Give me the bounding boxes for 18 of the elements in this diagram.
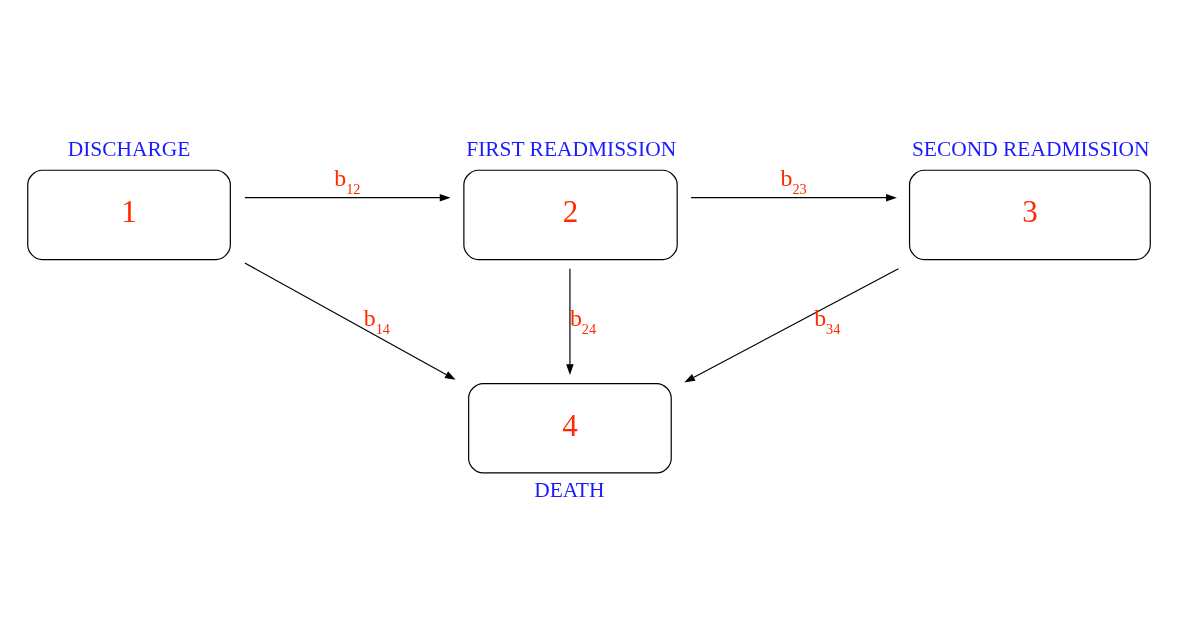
edge-label: b$_{34}$ <box>814 304 841 337</box>
edge-label: b$_{24}$ <box>569 304 597 337</box>
arrow <box>684 267 899 382</box>
arrow <box>690 193 897 201</box>
arrow <box>244 261 456 380</box>
node-label: SECOND READMISSION <box>911 136 1150 161</box>
node-label: DISCHARGE <box>67 136 191 161</box>
node-label: FIRST READMISSION <box>466 136 677 161</box>
edge-label: b$_{23}$ <box>780 164 807 197</box>
node-box: 2 <box>463 169 678 260</box>
node-box: 3 <box>908 169 1151 260</box>
node-label: DEATH <box>534 477 605 502</box>
node-box: 1 <box>27 169 231 260</box>
edge-label: b$_{12}$ <box>334 164 361 197</box>
node-box: 4 <box>468 382 672 474</box>
edge-label: b$_{14}$ <box>363 304 390 337</box>
arrow <box>244 193 451 201</box>
arrow <box>566 267 574 375</box>
